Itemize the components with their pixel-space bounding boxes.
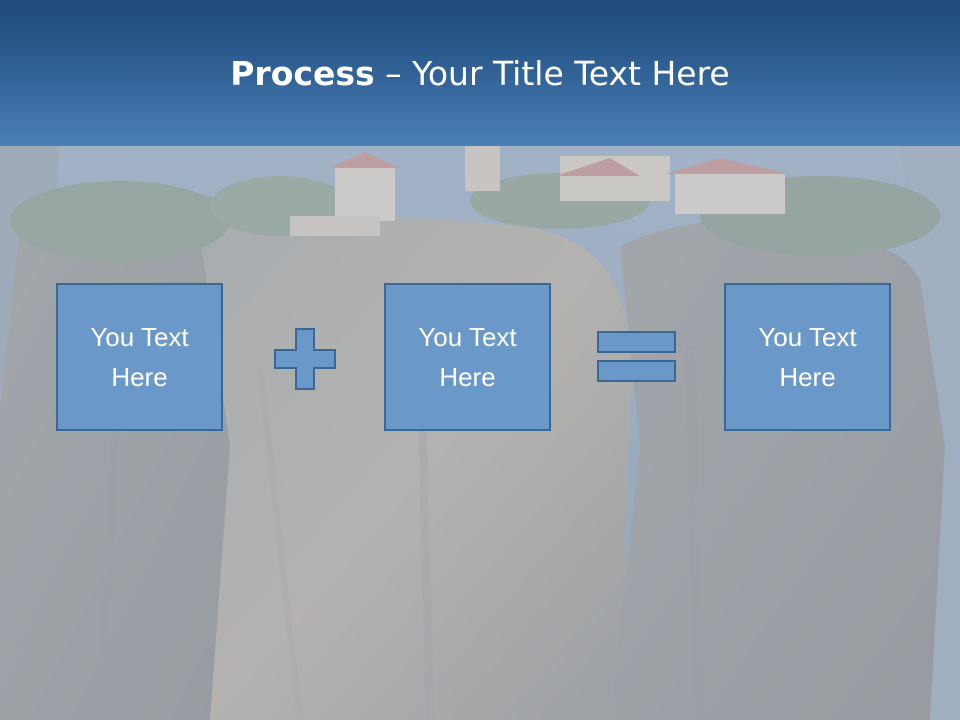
process-box-1-label: You Text Here [90, 322, 189, 392]
plus-icon [274, 328, 336, 394]
title-text: Your Title Text Here [412, 54, 730, 93]
title-band: Process – Your Title Text Here [0, 0, 960, 146]
process-box-3-label: You Text Here [758, 322, 857, 392]
title-bold: Process [230, 54, 375, 93]
process-box-1[interactable]: You Text Here [56, 283, 223, 431]
process-box-2[interactable]: You Text Here [384, 283, 551, 431]
slide-title: Process – Your Title Text Here [0, 52, 960, 96]
equals-icon [597, 331, 677, 387]
process-box-3[interactable]: You Text Here [724, 283, 891, 431]
photo-overlay [0, 146, 960, 720]
title-separator: – [374, 54, 413, 93]
process-box-2-label: You Text Here [418, 322, 517, 392]
